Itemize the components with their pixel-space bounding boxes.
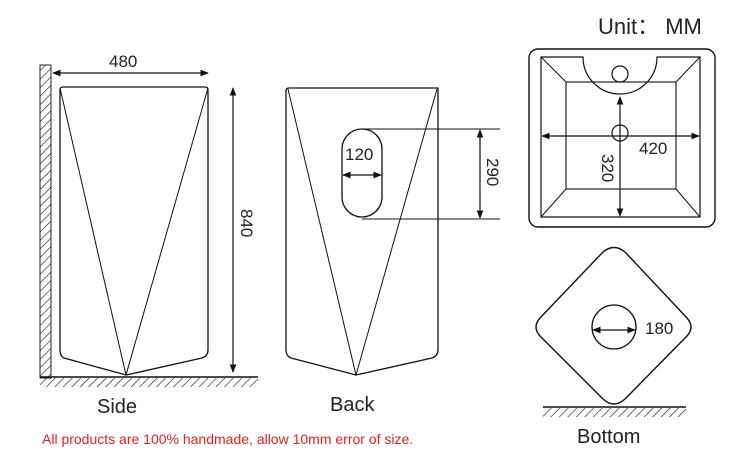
back-caption: Back (330, 394, 375, 416)
top-facet-tl (540, 56, 567, 83)
side-caption: Side (97, 396, 137, 418)
top-facet-bl (540, 188, 567, 218)
top-outer-rim (528, 48, 716, 228)
top-view: 420 320 (528, 48, 716, 228)
side-facet-left (59, 87, 127, 376)
bottom-caption: Bottom (577, 426, 640, 448)
unit-label: Unit： MM (598, 14, 702, 39)
top-depth-label: 320 (598, 154, 617, 182)
back-view: 120 290 Back (285, 87, 502, 416)
back-hole-width-label: 120 (345, 145, 373, 164)
back-pipe-hole (341, 128, 383, 218)
side-width-label: 480 (109, 52, 137, 71)
side-view: 480 840 Side (39, 52, 258, 418)
side-basin-outline (59, 86, 209, 376)
bottom-view: 180 Bottom (535, 246, 692, 448)
bottom-hole-label: 180 (645, 319, 673, 338)
bottom-floor-hatch (543, 408, 686, 417)
top-facet-br (675, 188, 701, 218)
handmade-note: All products are 100% handmade, allow 10… (42, 431, 413, 447)
bottom-pipe-hole (591, 304, 637, 350)
back-hole-height-label: 290 (483, 158, 502, 186)
top-inner-rim (540, 56, 701, 218)
top-facet-tr (675, 56, 701, 83)
top-tap-hole (611, 65, 629, 83)
side-facet-right (125, 87, 209, 376)
side-height-label: 840 (237, 209, 256, 237)
back-facet-right (355, 88, 438, 376)
floor-hatch (40, 378, 258, 387)
top-width-label: 420 (639, 139, 667, 158)
bottom-diamond-outline (535, 246, 692, 405)
back-facet-left (287, 88, 357, 376)
back-basin-outline (285, 87, 439, 376)
wall-hatch (39, 64, 52, 379)
